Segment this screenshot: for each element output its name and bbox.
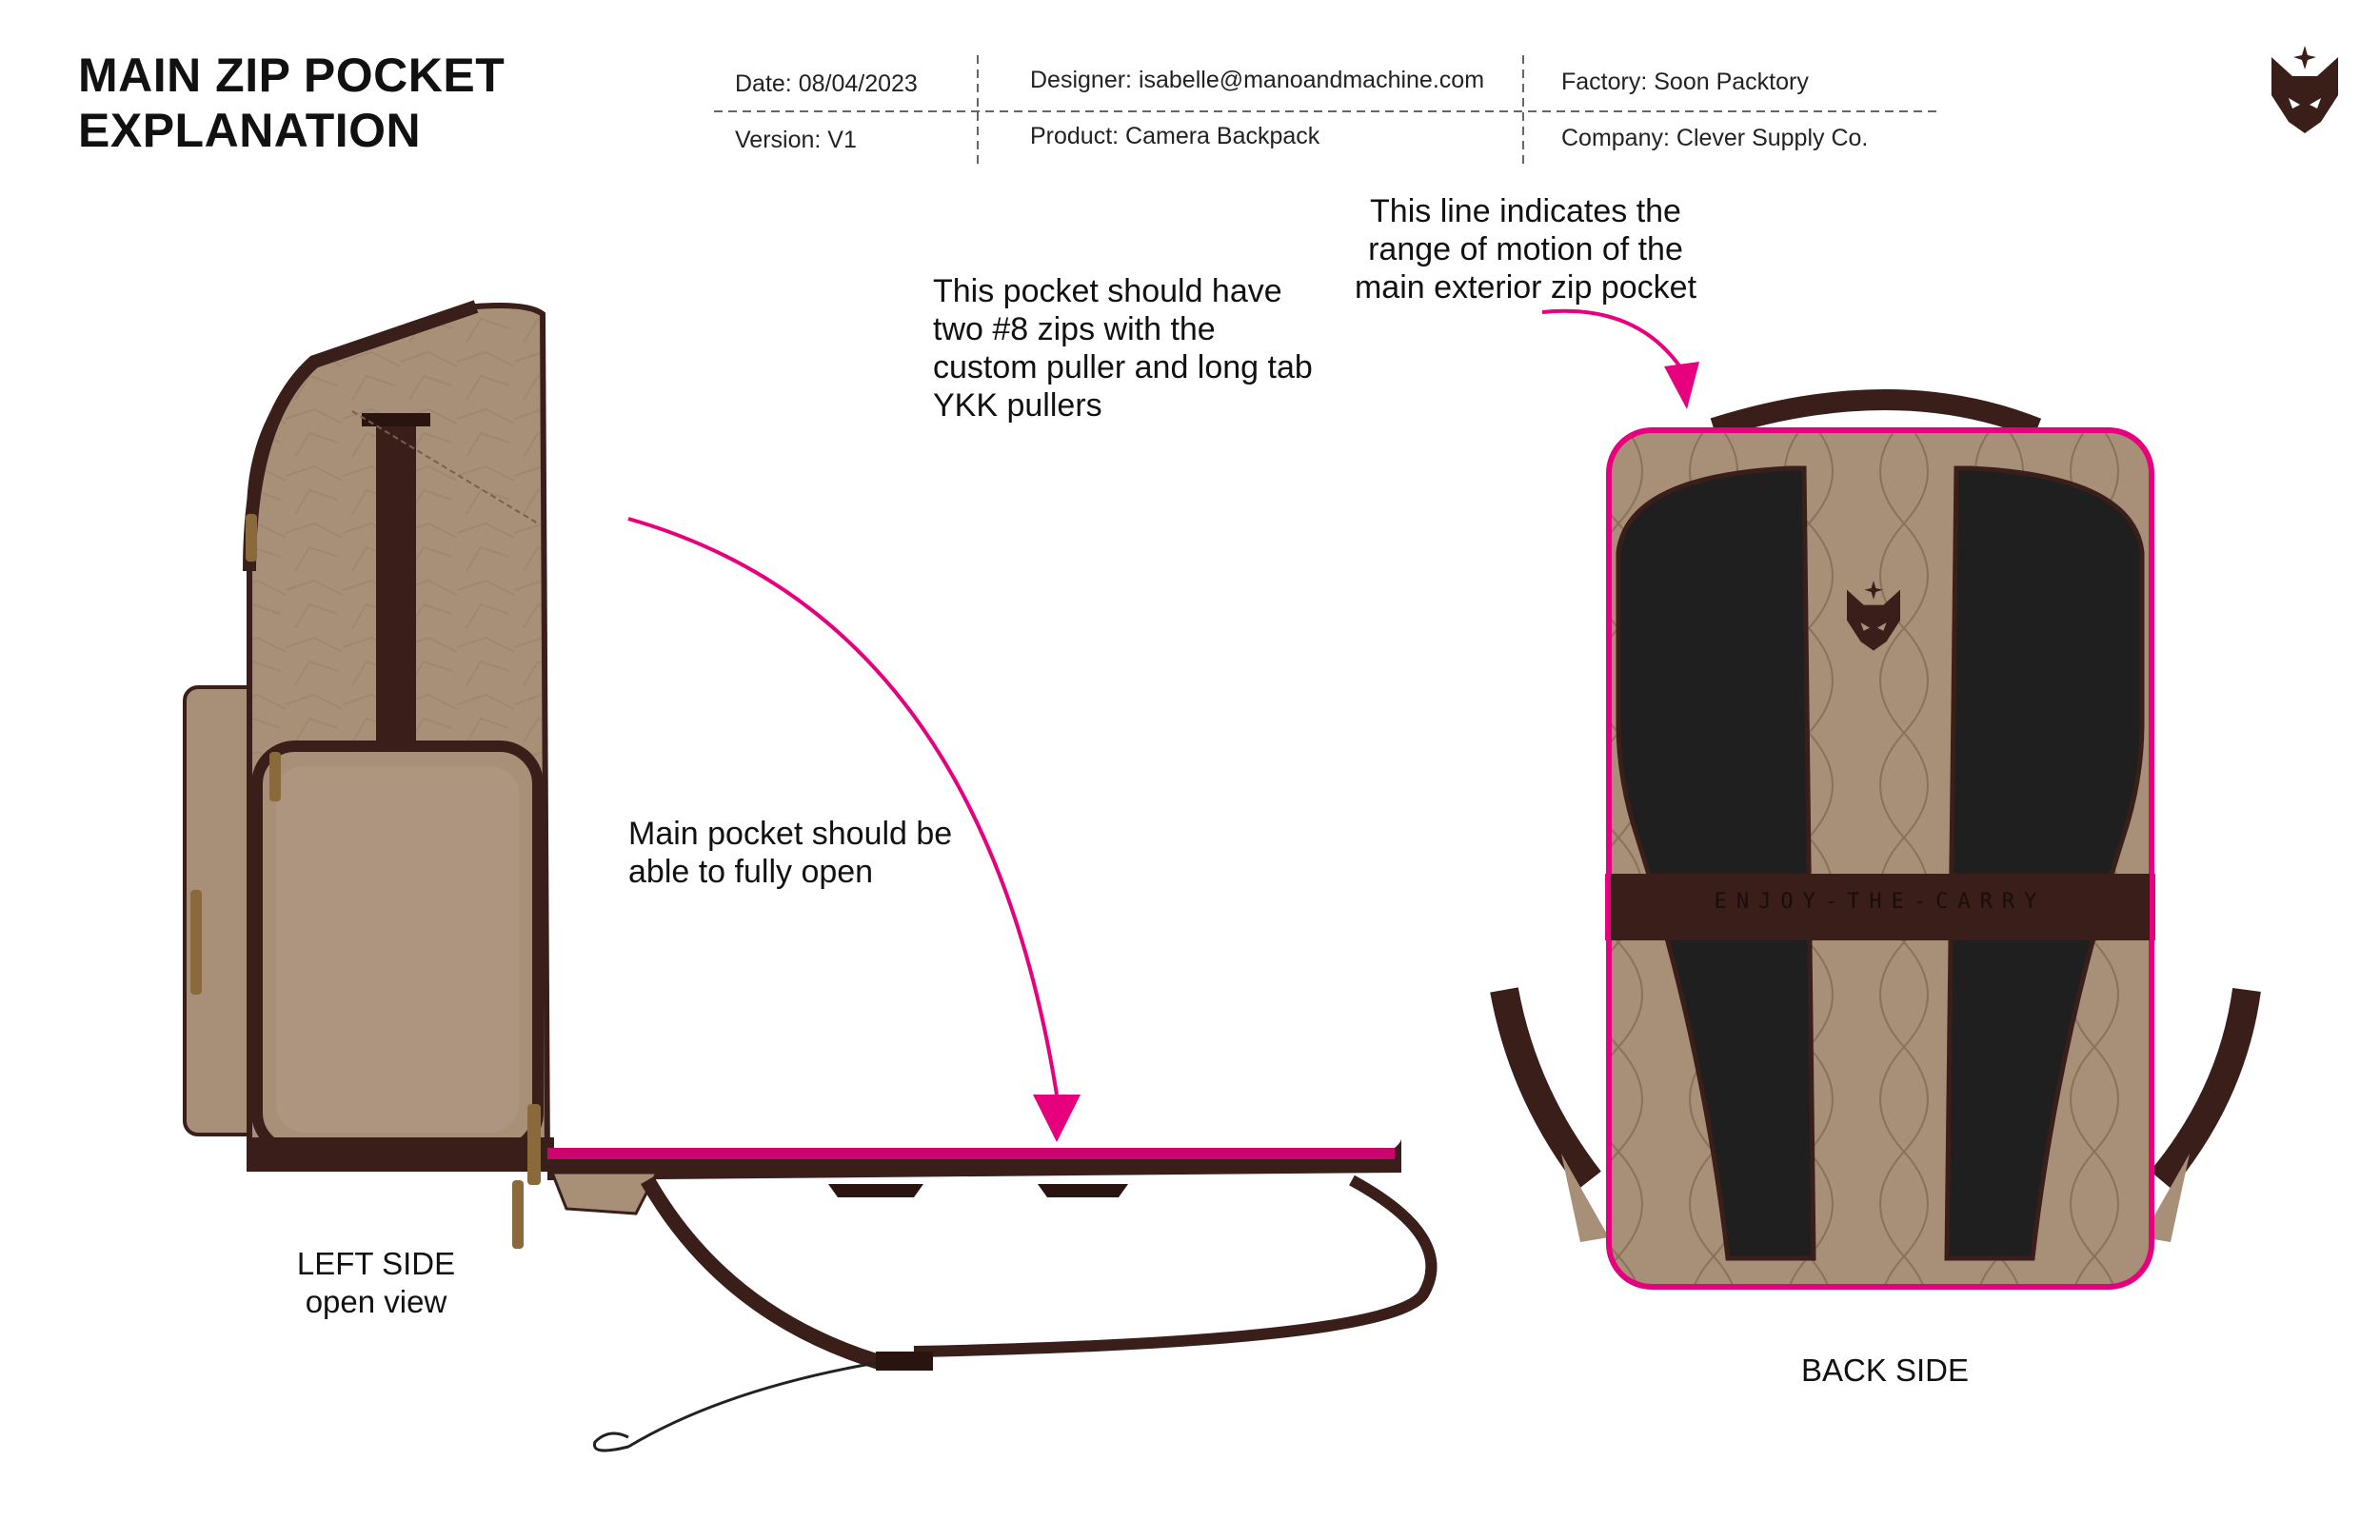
spec-company: Company: Clever Supply Co. xyxy=(1561,125,1869,151)
caption-left-side: LEFT SIDE open view xyxy=(286,1245,466,1321)
fox-head-icon xyxy=(2271,46,2338,133)
note-motion-line: range of motion of the xyxy=(1368,231,1683,267)
note-motion: This line indicates the range of motion … xyxy=(1352,192,1699,306)
note-open: Main pocket should be able to fully open xyxy=(628,815,952,891)
note-zips-line: two #8 zips with the xyxy=(933,311,1216,347)
arrow-head-motion xyxy=(1664,362,1699,409)
spec-version: Version: V1 xyxy=(735,127,857,153)
spec-product: Product: Camera Backpack xyxy=(1030,123,1320,149)
note-zips: This pocket should have two #8 zips with… xyxy=(933,272,1313,424)
fox-head-icon xyxy=(1847,581,1900,651)
spec-date: Date: 08/04/2023 xyxy=(735,70,918,97)
spec-designer: Designer: isabelle@manoandmachine.com xyxy=(1030,67,1485,93)
note-open-line: Main pocket should be xyxy=(628,816,953,852)
note-motion-line: This line indicates the xyxy=(1370,193,1681,229)
note-zips-line: This pocket should have xyxy=(933,273,1282,309)
note-zips-line: YKK pullers xyxy=(933,387,1102,424)
title-line-2: EXPLANATION xyxy=(78,104,422,157)
caption-left-line: LEFT SIDE xyxy=(296,1246,456,1281)
page-title: MAIN ZIP POCKET EXPLANATION xyxy=(78,48,505,158)
caption-left-line: open view xyxy=(305,1284,447,1319)
spec-factory: Factory: Soon Packtory xyxy=(1561,69,1809,95)
note-motion-line: main exterior zip pocket xyxy=(1354,269,1697,306)
note-open-line: able to fully open xyxy=(628,854,874,890)
arrow-head-open xyxy=(1033,1095,1081,1142)
title-line-1: MAIN ZIP POCKET xyxy=(78,49,506,102)
strap-text: ENJOY-THE-CARRY xyxy=(1714,890,2047,914)
note-zips-line: custom puller and long tab xyxy=(933,349,1313,385)
caption-back-side: BACK SIDE xyxy=(1800,1352,1970,1388)
